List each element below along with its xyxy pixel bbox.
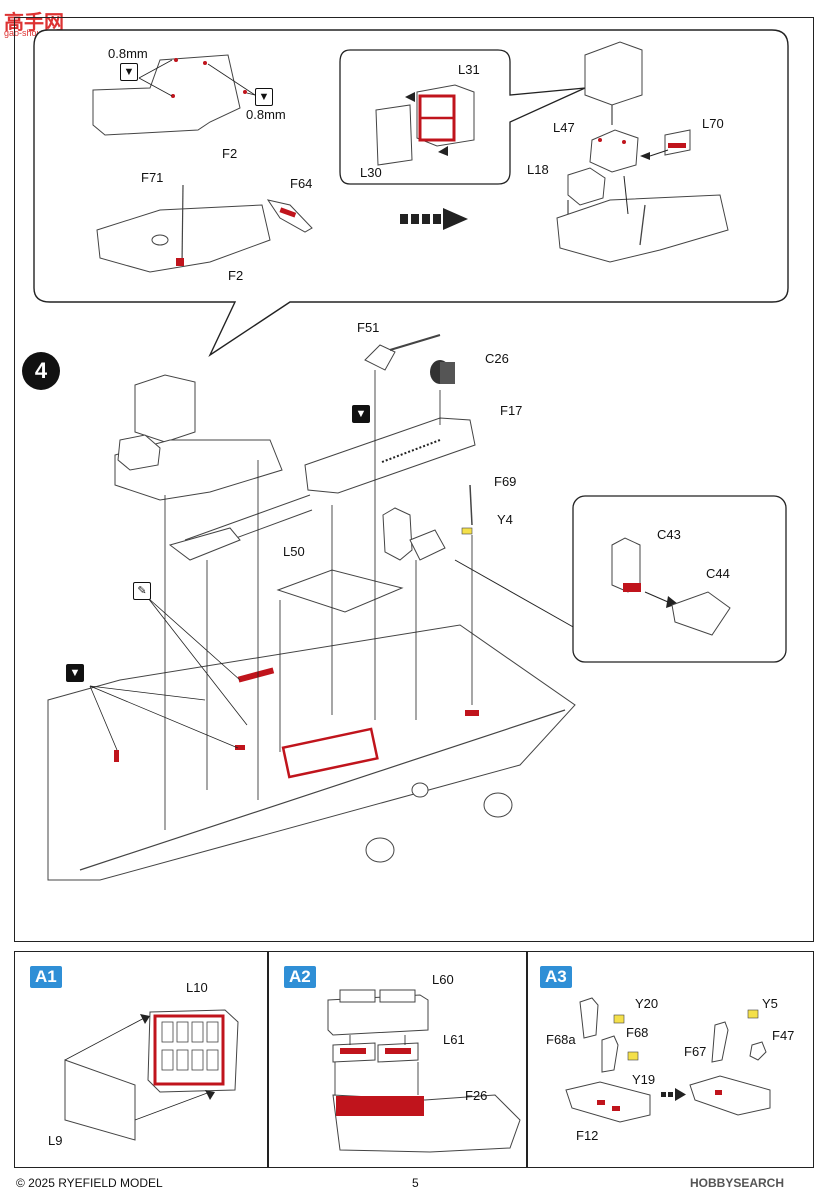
subpanel-a2-frame bbox=[268, 951, 527, 1168]
label-l30: L30 bbox=[360, 165, 382, 180]
label-f68a: F68a bbox=[546, 1032, 576, 1047]
label-y19: Y19 bbox=[632, 1072, 656, 1087]
label-f12: F12 bbox=[576, 1128, 599, 1143]
label-l18: L18 bbox=[527, 162, 549, 177]
label-c44: C44 bbox=[706, 566, 730, 581]
label-mm-a: 0.8mm bbox=[108, 46, 148, 61]
label-l60: L60 bbox=[432, 972, 454, 987]
label-y5: Y5 bbox=[762, 996, 778, 1011]
label-f2-b: F2 bbox=[228, 268, 244, 283]
label-l31: L31 bbox=[458, 62, 480, 77]
label-l47: L47 bbox=[553, 120, 575, 135]
label-l70: L70 bbox=[702, 116, 724, 131]
label-f64: F64 bbox=[290, 176, 313, 191]
label-l61: L61 bbox=[443, 1032, 465, 1047]
label-f51: F51 bbox=[357, 320, 380, 335]
label-f71: F71 bbox=[141, 170, 164, 185]
footer-page-number: 5 bbox=[412, 1176, 419, 1190]
label-c43: C43 bbox=[657, 527, 681, 542]
subpanel-a1-tag: A1 bbox=[30, 966, 62, 988]
subpanel-a3-frame bbox=[527, 951, 814, 1168]
watermark-url: gao-shou.com bbox=[4, 28, 62, 38]
drill-hole-icon: ▼ bbox=[352, 405, 370, 423]
label-f17: F17 bbox=[500, 403, 523, 418]
label-l50: L50 bbox=[283, 544, 305, 559]
subpanel-a1-frame bbox=[14, 951, 268, 1168]
step-number-badge: 4 bbox=[22, 352, 60, 390]
subpanel-a2-tag: A2 bbox=[284, 966, 316, 988]
label-y4: Y4 bbox=[497, 512, 513, 527]
label-mm-b: 0.8mm bbox=[246, 107, 286, 122]
footer-watermark: HOBBYSEARCH bbox=[690, 1176, 785, 1190]
footer-copyright: © 2025 RYEFIELD MODEL bbox=[16, 1176, 163, 1190]
label-f67: F67 bbox=[684, 1044, 707, 1059]
drill-hole-icon: ▼ bbox=[66, 664, 84, 682]
subpanel-a3-tag: A3 bbox=[540, 966, 572, 988]
step-4-frame bbox=[14, 17, 814, 942]
label-f69: F69 bbox=[494, 474, 517, 489]
label-f2-a: F2 bbox=[222, 146, 238, 161]
label-y20: Y20 bbox=[635, 996, 659, 1011]
label-c26: C26 bbox=[485, 351, 509, 366]
drill-hole-icon: ▼ bbox=[120, 63, 138, 81]
drill-hole-icon: ▼ bbox=[255, 88, 273, 106]
label-l10: L10 bbox=[186, 980, 208, 995]
label-f68: F68 bbox=[626, 1025, 649, 1040]
pencil-icon: ✎ bbox=[133, 582, 151, 600]
label-l9: L9 bbox=[48, 1133, 63, 1148]
label-f47: F47 bbox=[772, 1028, 795, 1043]
label-f26: F26 bbox=[465, 1088, 488, 1103]
